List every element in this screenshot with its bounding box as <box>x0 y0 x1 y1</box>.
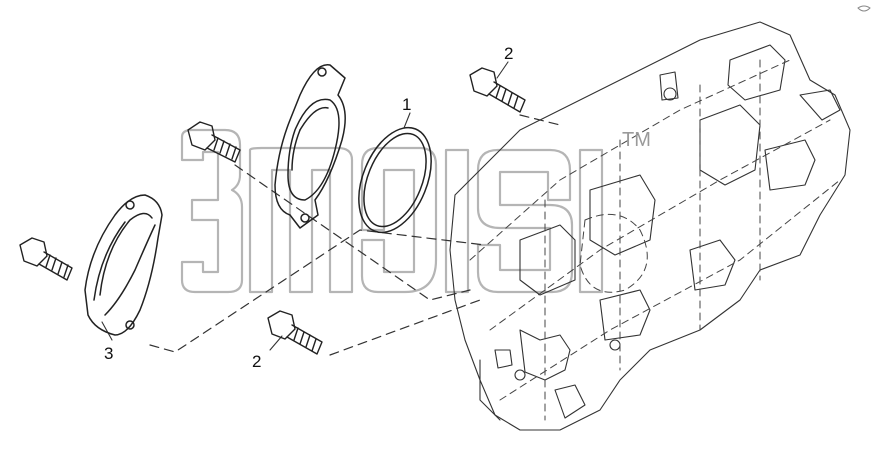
gasket-ring-part <box>358 126 432 234</box>
callout-leaders <box>101 61 509 351</box>
corner-mark-icon <box>857 5 871 12</box>
retainer-plate-part <box>274 64 346 229</box>
callout-bolt-upper: 2 <box>504 44 514 63</box>
engine-block-hidden-lines <box>469 59 841 421</box>
bolt-upper-left <box>187 121 241 163</box>
assembly-guide-lines <box>149 114 561 356</box>
cover-cap-part <box>84 194 163 336</box>
bolt-lower-left <box>19 237 73 281</box>
watermark-trademark: TM <box>622 129 651 151</box>
callout-cover-cap: 3 <box>104 344 114 363</box>
callout-gasket-ring: 1 <box>402 95 412 114</box>
watermark-logo <box>180 128 604 294</box>
bolt-upper-right <box>469 67 526 113</box>
bolt-lower-middle <box>267 310 323 355</box>
engine-block <box>449 21 851 431</box>
callout-bolt-lower: 2 <box>252 352 262 371</box>
